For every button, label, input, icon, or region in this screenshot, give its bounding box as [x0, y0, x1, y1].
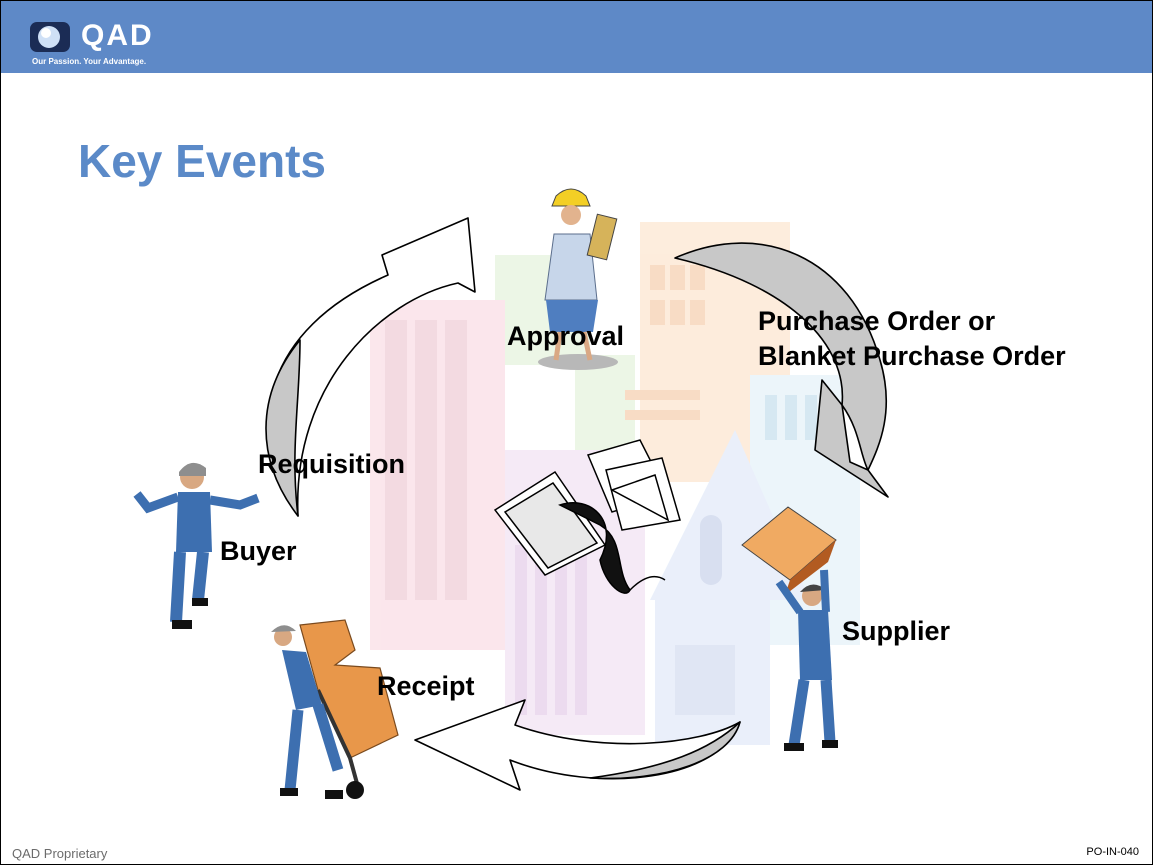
label-supplier: Supplier [842, 616, 951, 646]
phone-and-mail-icon [493, 439, 681, 594]
arrow-supplier-to-receipt-shade [589, 721, 741, 780]
header-bar: QAD Our Passion. Your Advantage. [1, 1, 1152, 73]
arrow-approval-to-supplier [674, 242, 889, 498]
footer-proprietary: QAD Proprietary [12, 846, 108, 861]
footer-slide-code: PO-IN-040 [1086, 846, 1139, 858]
cycle-arrows [265, 217, 889, 791]
label-approval: Approval [507, 321, 625, 351]
label-buyer: Buyer [220, 536, 297, 566]
label-requisition: Requisition [258, 449, 405, 479]
approval-woman-figure [538, 188, 618, 370]
label-purchase-order-line1: Purchase Order or [758, 306, 996, 336]
arrow-approval-to-supplier-inner [841, 404, 869, 471]
logo-wordmark: QAD [81, 19, 154, 52]
slide-title: Key Events [78, 135, 327, 187]
label-purchase-order-line2: Blanket Purchase Order [758, 341, 1066, 371]
logo-tagline: Our Passion. Your Advantage. [32, 57, 147, 66]
receipt-figure [271, 619, 399, 799]
supplier-figure [741, 506, 838, 751]
qad-logo-icon [30, 22, 70, 52]
buyer-figure [133, 462, 260, 629]
qad-logo: QAD Our Passion. Your Advantage. [29, 19, 209, 71]
label-receipt: Receipt [377, 671, 475, 701]
arrow-requisition-shade [265, 339, 301, 517]
